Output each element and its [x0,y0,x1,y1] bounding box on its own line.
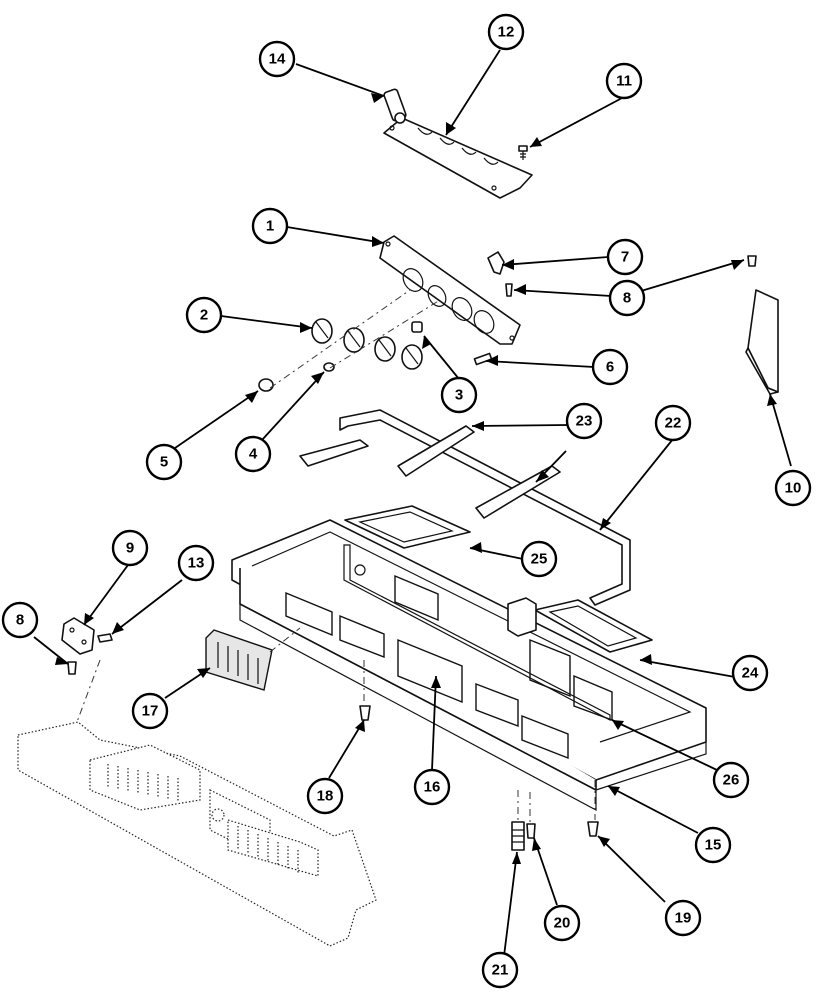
callout-22: 22 [654,404,692,442]
callout-14: 14 [258,40,296,78]
part-25-gasket [344,505,471,549]
callout-label-8-right: 8 [623,290,631,307]
part-12-bracket-plate [383,117,533,199]
callout-4: 4 [234,435,272,473]
lower-trim-panel [17,721,377,947]
callout-label-3: 3 [455,387,463,404]
part-2-knobs [311,318,423,370]
part-17-vent [205,629,273,691]
callout-23: 23 [565,402,603,440]
part-22-frame [339,409,631,606]
callout-label-9: 9 [126,540,134,557]
callout-20: 20 [543,904,581,942]
callout-label-2: 2 [200,307,208,324]
callout-label-12: 12 [498,24,515,41]
callout-8-left: 8 [1,601,39,639]
callout-10: 10 [774,469,812,507]
callout-label-23: 23 [576,413,593,430]
callout-8-right: 8 [608,279,646,317]
part-6-pin [473,352,493,366]
callout-11: 11 [605,62,643,100]
callout-26: 26 [712,761,750,799]
leader-arrowheads [55,93,777,864]
callout-label-13: 13 [188,555,205,572]
console-center-post [507,597,537,637]
callout-label-6: 6 [606,359,614,376]
assembly-line-screws [363,660,596,822]
part-8-screw-panel [505,283,513,297]
callout-25: 25 [520,540,558,578]
callout-24: 24 [731,654,769,692]
callout-label-19: 19 [675,910,692,927]
part-10-side-bracket [745,289,779,395]
callout-label-1: 1 [266,218,274,235]
callout-label-20: 20 [554,915,571,932]
callout-9: 9 [111,529,149,567]
callout-label-24: 24 [742,665,759,682]
part-1-control-panel [379,235,521,345]
callout-label-11: 11 [616,73,632,90]
part-21-bolt [511,821,525,851]
callout-19: 19 [664,899,702,937]
callout-label-14: 14 [269,51,286,68]
callout-5: 5 [145,443,183,481]
callout-7: 7 [606,238,644,276]
leader-lines [33,49,792,957]
part-13-screw [97,633,113,643]
part-5-grommet [258,378,274,392]
assembly-line-vent [269,627,301,653]
part-24-gasket [534,599,653,653]
callout-label-25: 25 [531,551,548,568]
callout-1: 1 [251,207,289,245]
callout-label-8-left: 8 [16,612,24,629]
callout-label-17: 17 [142,703,159,720]
part-4-ring [323,362,335,372]
assembly-line-bracket [73,659,101,731]
callout-label-7: 7 [621,249,629,266]
callout-label-18: 18 [317,788,334,805]
part-14-switch [383,88,407,124]
callout-17: 17 [131,692,169,730]
callout-15: 15 [694,826,732,864]
part-19-screw [587,821,599,837]
part-20-screw [526,823,536,839]
callout-label-16: 16 [424,779,441,796]
callout-label-22: 22 [665,415,682,432]
callout-21: 21 [481,951,519,989]
part-15-console-body [231,519,707,812]
callout-3: 3 [440,376,478,414]
callout-label-4: 4 [249,446,258,463]
part-26-frame-insert [343,544,611,721]
callout-label-15: 15 [705,837,722,854]
part-8-screw-right [747,255,757,267]
callout-label-10: 10 [785,480,802,497]
callout-16: 16 [413,768,451,806]
part-3-knob-insert [411,321,423,333]
callout-label-21: 21 [492,962,509,979]
part-9-hinge-bracket [61,617,95,655]
callout-6: 6 [591,348,629,386]
callout-12: 12 [487,13,525,51]
callout-13: 13 [177,544,215,582]
part-7-clip [487,251,505,275]
callout-label-5: 5 [160,454,168,471]
callout-label-26: 26 [723,772,740,789]
callout-2: 2 [185,296,223,334]
part-11-screw [518,145,528,160]
callout-18: 18 [306,777,344,815]
part-18-screw [359,705,371,721]
assembly-line-panel [269,289,441,389]
part-8-screw-left [67,661,77,675]
